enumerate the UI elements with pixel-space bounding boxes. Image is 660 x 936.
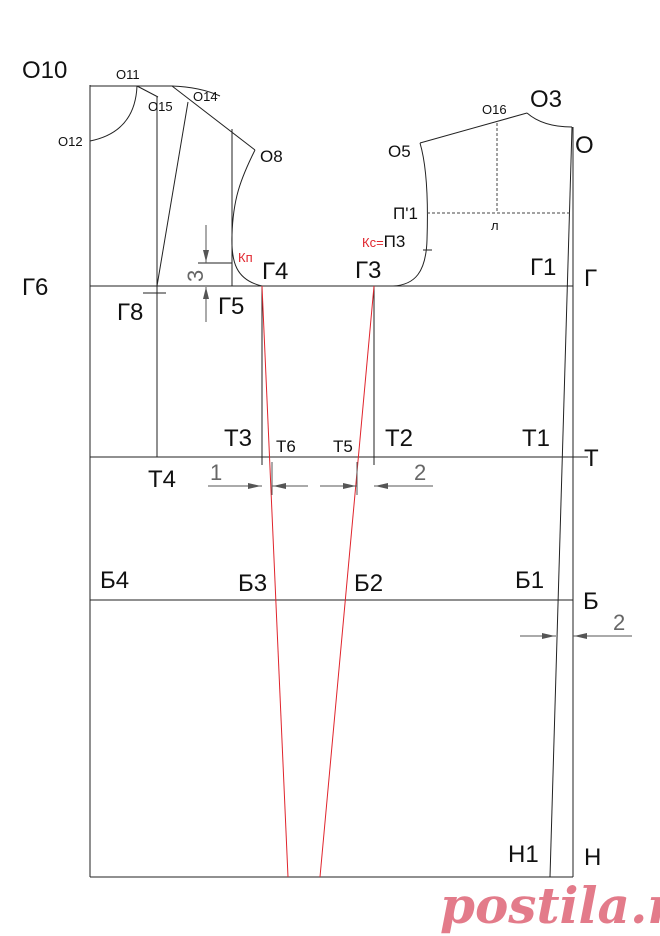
label-g5: Г5 xyxy=(218,293,244,320)
center-back-seam xyxy=(549,126,573,878)
front-side-seam xyxy=(261,285,289,878)
dim-label-2: 2 xyxy=(414,460,426,485)
front-piece: 3 xyxy=(89,85,263,457)
back-side-seam xyxy=(319,285,375,878)
label-kp: Кп xyxy=(238,250,253,265)
label-p3: П3 xyxy=(384,232,406,251)
label-t6: Т6 xyxy=(276,437,296,456)
label-o3: О3 xyxy=(530,86,562,113)
label-ks-p3: Кс=П3 xyxy=(362,232,405,251)
front-armhole xyxy=(231,149,263,287)
label-h: Н xyxy=(584,844,601,871)
label-g: Г xyxy=(584,265,597,292)
arrow-head xyxy=(343,483,356,489)
dart-slant-line xyxy=(156,101,189,287)
arrow-head xyxy=(203,287,209,299)
label-ks: Кс= xyxy=(362,235,384,250)
label-o10: О10 xyxy=(22,57,67,84)
label-l: л xyxy=(491,218,499,233)
point-labels: О10 О11 О12 О14 О15 О8 О5 О16 О3 О П'1 л… xyxy=(22,57,601,871)
dim-label-3: 3 xyxy=(183,270,208,282)
label-g1: Г1 xyxy=(530,254,556,281)
back-armhole xyxy=(392,142,428,287)
label-h1: Н1 xyxy=(508,841,539,868)
label-t5: Т5 xyxy=(333,437,353,456)
label-g4: Г4 xyxy=(262,258,288,285)
construction-lines xyxy=(89,85,588,878)
front-shoulder-line xyxy=(171,85,256,151)
label-b4: Б4 xyxy=(100,567,129,594)
back-piece xyxy=(392,112,573,287)
label-b: Б xyxy=(583,588,599,615)
label-t3: Т3 xyxy=(224,425,252,452)
arrow-head xyxy=(248,483,261,489)
label-o5: О5 xyxy=(388,142,411,161)
label-b3: Б3 xyxy=(238,570,267,597)
arrow-head xyxy=(273,483,286,489)
label-o: О xyxy=(575,132,594,159)
dim-label-hip: 2 xyxy=(613,610,625,635)
label-g8: Г8 xyxy=(117,299,143,326)
label-o15: О15 xyxy=(148,99,173,114)
label-g6: Г6 xyxy=(22,274,48,301)
label-o12: О12 xyxy=(58,134,83,149)
shoulder-curve xyxy=(171,85,221,97)
label-b2: Б2 xyxy=(354,570,383,597)
label-o14: О14 xyxy=(193,89,218,104)
front-neckline xyxy=(89,85,138,142)
arrow-head xyxy=(542,633,555,639)
label-o8: О8 xyxy=(260,147,283,166)
label-t4: Т4 xyxy=(148,466,176,493)
arrow-head xyxy=(203,250,209,262)
hip-dimension: 2 xyxy=(520,610,632,639)
label-t2: Т2 xyxy=(385,425,413,452)
dim-label-1: 1 xyxy=(210,460,222,485)
label-o11: О11 xyxy=(116,67,140,82)
back-shoulder-line xyxy=(419,112,528,144)
label-p1: П'1 xyxy=(393,204,418,223)
label-g3: Г3 xyxy=(355,257,381,284)
arrow-head xyxy=(375,483,388,489)
back-neckline xyxy=(526,112,573,128)
o11-o15-line xyxy=(136,85,159,98)
arrow-head xyxy=(574,633,587,639)
label-o16: О16 xyxy=(482,102,507,117)
label-t: Т xyxy=(584,445,599,472)
label-t1: Т1 xyxy=(522,425,550,452)
watermark-logo: postila.ru xyxy=(440,876,660,935)
waist-dimensions: 1 2 xyxy=(208,460,433,495)
label-b1: Б1 xyxy=(515,567,544,594)
